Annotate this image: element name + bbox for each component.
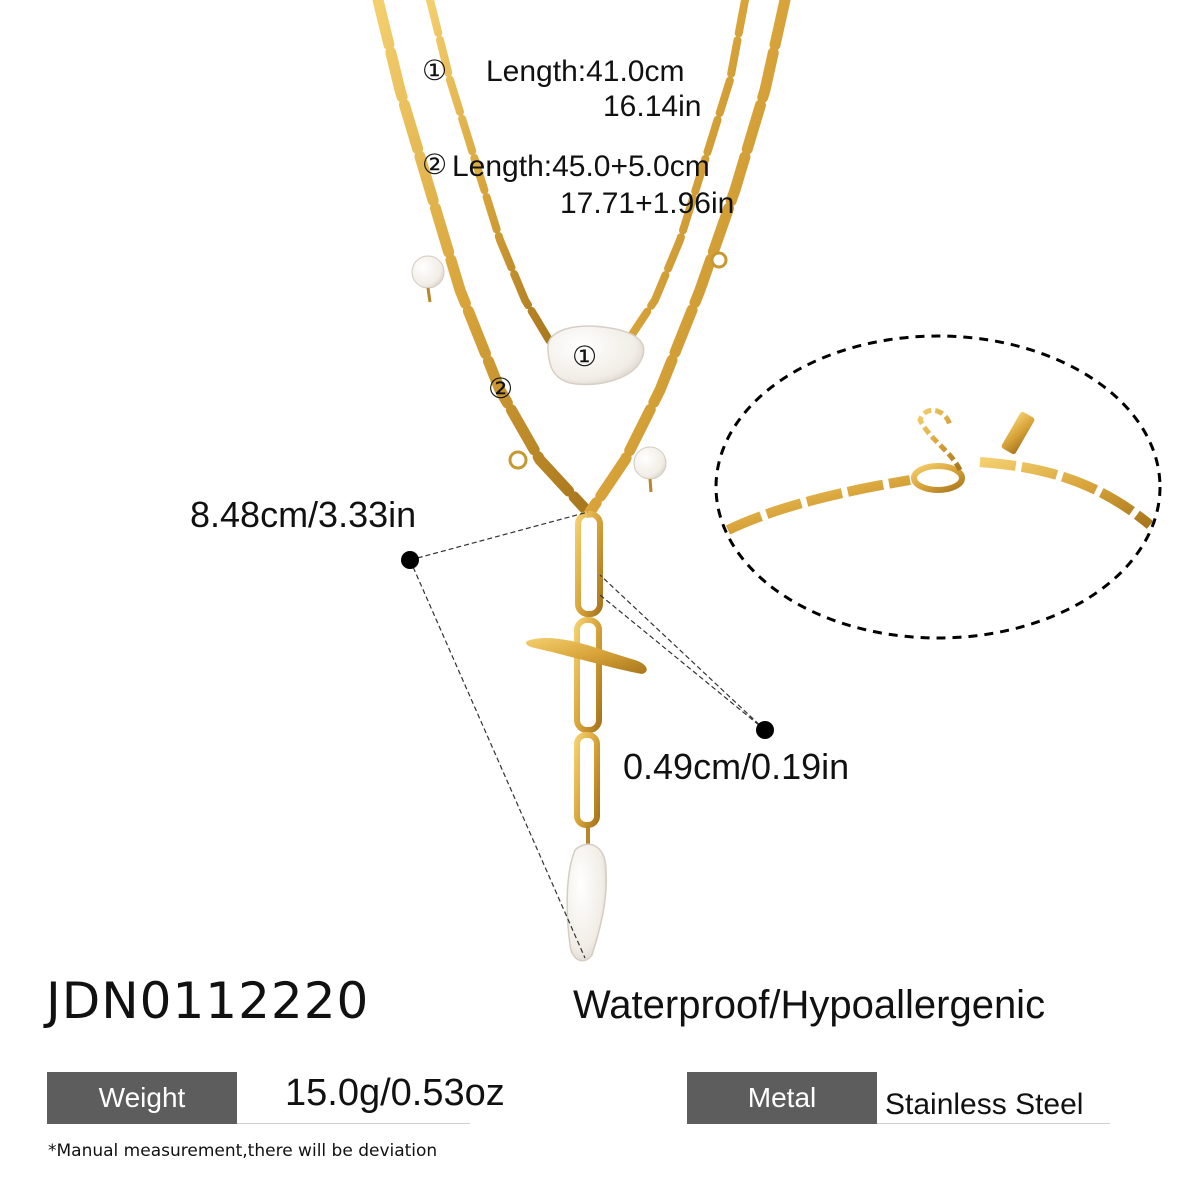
metal-value: Stainless Steel [885, 1088, 1084, 1121]
link-strand2-marker: ② [488, 372, 514, 405]
strand1-marker: ① [422, 54, 448, 87]
extender-chain [917, 408, 963, 472]
dimension-dot-pendant [401, 551, 419, 569]
baroque-pearl [547, 325, 645, 386]
crystal-charm-right [710, 251, 728, 269]
inner-strand-right [621, 0, 749, 349]
weight-value: 15.0g/0.53oz [285, 1072, 505, 1114]
outer-strand-left [372, 0, 594, 518]
inner-strand-left [426, 0, 556, 349]
drop-link-2 [574, 617, 602, 733]
crystal-charm-left [508, 450, 528, 470]
product-sku: JDN0112220 [46, 972, 370, 1030]
strand2-length-cm: Length:45.0+5.0cm [452, 150, 710, 183]
pearl-strand1-marker: ① [572, 340, 598, 373]
cross-bar [525, 638, 647, 674]
weight-underline [237, 1123, 470, 1124]
outer-strand-right [584, 0, 791, 518]
pearl-charm-left [411, 255, 445, 289]
measurement-disclaimer: *Manual measurement,there will be deviat… [48, 1141, 438, 1161]
pearl-charm-right [633, 446, 667, 480]
clasp-detail-circle [714, 334, 1162, 640]
strand1-length-in: 16.14in [603, 90, 702, 123]
drop-pearl [566, 843, 608, 962]
product-claim: Waterproof/Hypoallergenic [573, 983, 1046, 1027]
chain-width-dimension-label: 0.49cm/0.19in [623, 746, 850, 787]
metal-underline [877, 1123, 1110, 1124]
drop-link-3 [574, 732, 600, 828]
dimension-dot-chain [756, 721, 774, 739]
clasp-chain-right [979, 457, 1154, 529]
strand1-length-cm: Length:41.0cm [486, 55, 685, 88]
clasp-chain-left [725, 475, 911, 535]
pendant-dimension-label: 8.48cm/3.33in [190, 494, 417, 535]
logo-tag [1001, 411, 1035, 455]
drop-link-1 [575, 511, 603, 617]
metal-label-tag: Metal [687, 1072, 877, 1124]
lobster-clasp [911, 463, 965, 493]
strand2-marker: ② [422, 148, 448, 181]
strand2-length-in: 17.71+1.96in [560, 187, 735, 220]
weight-label-tag: Weight [47, 1072, 237, 1124]
